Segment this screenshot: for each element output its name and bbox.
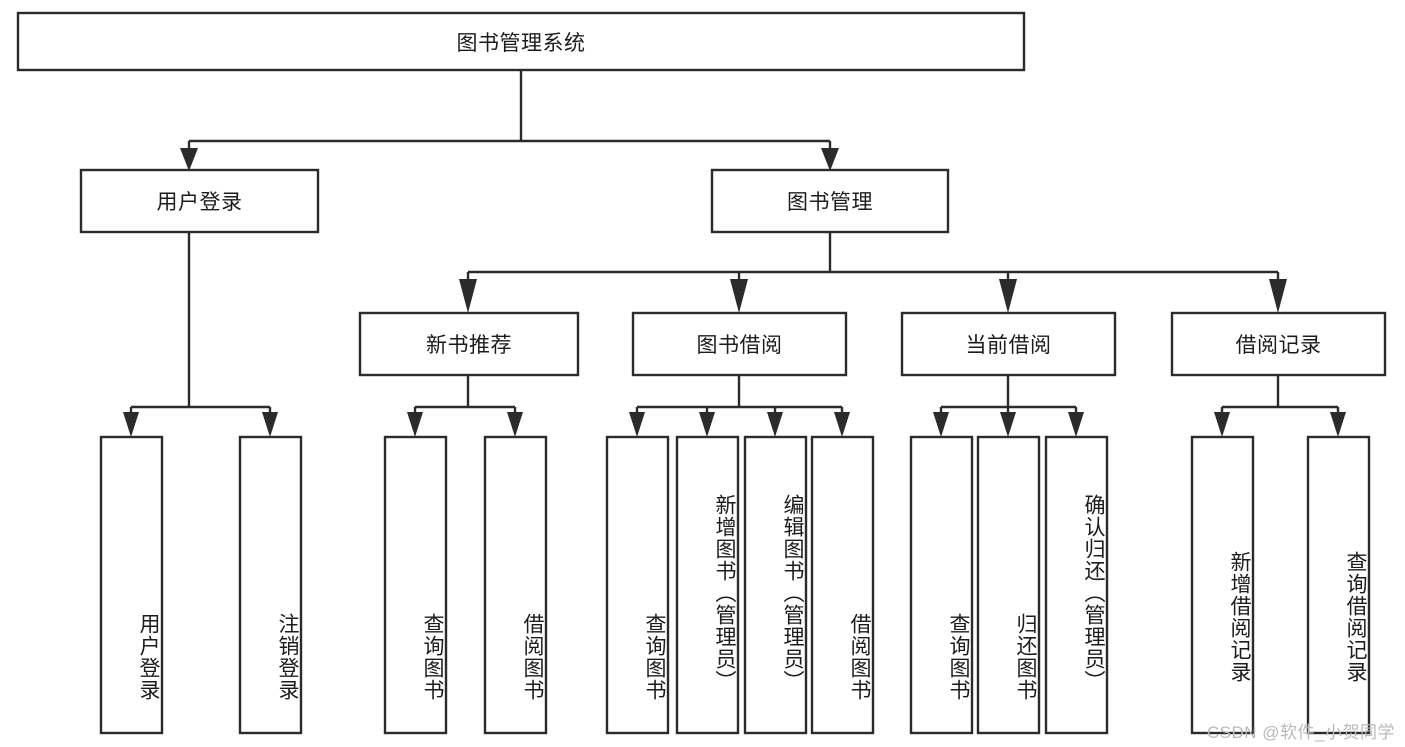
connector-currentborrow-to-leaves [933,375,1084,437]
node-box-leaf-logout-login[interactable] [238,435,303,735]
connector-root-to-level2 [180,70,839,171]
node-box-leaf-query-book-1[interactable] [383,435,448,735]
arrow-head-icon [1330,412,1346,437]
node-box-leaf-edit-book[interactable] [743,435,808,735]
connector-borrowrecord-to-leaves [1214,375,1346,437]
arrow-head-icon [507,412,523,437]
node-box-user-login[interactable] [79,168,320,234]
arrow-head-icon [629,412,645,437]
node-box-leaf-user-login[interactable] [99,435,164,735]
connector-bookborrow-to-leaves [629,375,850,437]
arrow-head-icon [407,412,423,437]
arrow-head-icon [123,412,139,437]
node-box-root[interactable] [16,11,1026,72]
node-box-new-book-recommend[interactable] [358,311,580,377]
arrow-head-icon [262,412,278,437]
node-box-leaf-query-book-2[interactable] [605,435,670,735]
node-box-current-borrow[interactable] [900,311,1117,377]
arrow-head-icon [1068,412,1084,437]
node-box-borrow-record[interactable] [1170,311,1387,377]
arrow-head-icon [1000,412,1016,437]
node-box-leaf-confirm-return[interactable] [1044,435,1109,735]
node-box-leaf-add-book[interactable] [675,435,740,735]
arrow-head-icon [459,279,477,313]
arrow-head-icon [767,412,783,437]
connector-userlogin-to-leaves [123,232,278,437]
node-box-book-borrow[interactable] [631,311,848,377]
arrow-head-icon [1269,279,1287,313]
arrow-head-icon [834,412,850,437]
connector-bookmgmt-to-level3 [459,232,1287,313]
arrow-head-icon [699,412,715,437]
connector-newbook-to-leaves [407,375,523,437]
arrow-head-icon [999,279,1017,313]
node-box-leaf-borrow-book-1[interactable] [483,435,548,735]
node-box-leaf-query-book-3[interactable] [909,435,974,735]
node-box-leaf-query-record[interactable] [1306,435,1371,735]
arrow-head-icon [730,279,748,313]
node-box-leaf-add-record[interactable] [1190,435,1255,735]
node-box-leaf-borrow-book-2[interactable] [810,435,875,735]
node-box-leaf-return-book[interactable] [976,435,1041,735]
arrow-head-icon [180,148,198,171]
arrow-head-icon [1214,412,1230,437]
node-box-book-management[interactable] [710,168,950,234]
arrow-head-icon [933,412,949,437]
watermark-text: CSDN @软件_小贺同学 [1206,723,1395,742]
arrow-head-icon [821,148,839,171]
